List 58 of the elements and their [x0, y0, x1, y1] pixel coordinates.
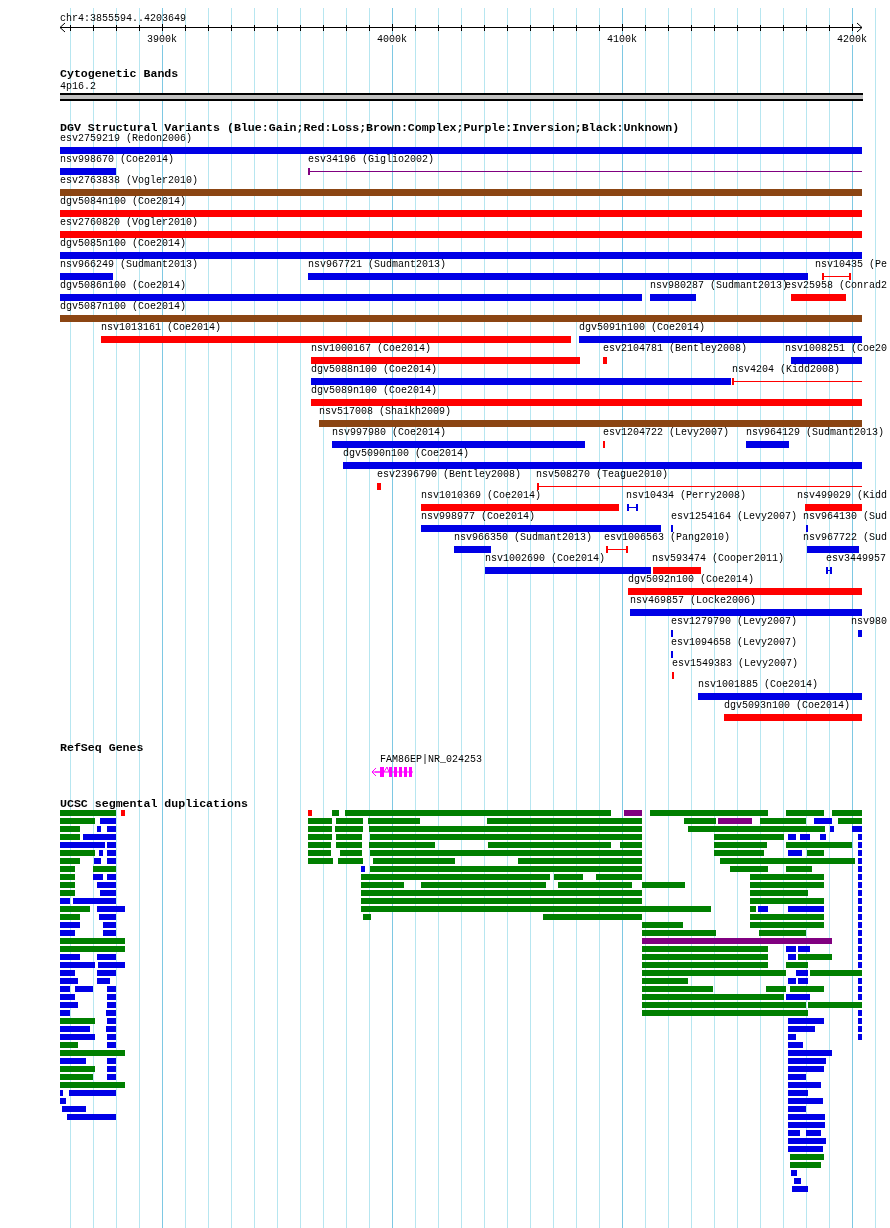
variant-label: esv34196 (Giglio2002) [308, 155, 435, 165]
track-title: DGV Structural Variants (Blue:Gain;Red:Loss;Brown:Complex;Purple:Inversion;Black:Unknown) [60, 122, 680, 134]
variant-label: nsv964129 (Sudmant2013) [746, 428, 885, 438]
variant-label: esv1204722 (Levy2007) [603, 428, 730, 438]
variant-label: esv1006563 (Pang2010) [604, 533, 731, 543]
variant-label: dgv5086n100 (Coe2014) [60, 281, 187, 291]
variant-label: nsv1008251 (Coe20 [785, 344, 888, 354]
variant-label: dgv5089n100 (Coe2014) [311, 386, 438, 396]
variant-label: esv2759219 (Redon2006) [60, 134, 193, 144]
variant-label: esv2760820 (Vogler2010) [60, 218, 199, 228]
variant-label: nsv499029 (Kidd [797, 491, 887, 501]
variant-label: esv1279790 (Levy2007) [671, 617, 798, 627]
tick-label: 4000k [377, 35, 407, 45]
variant-label: nsv998977 (Coe2014) [421, 512, 536, 522]
track-title: RefSeq Genes [60, 742, 144, 754]
variant-label: nsv1013161 (Coe2014) [101, 323, 222, 333]
variant-label: nsv1010369 (Coe2014) [421, 491, 542, 501]
variant-label: nsv1001885 (Coe2014) [698, 680, 819, 690]
variant-label: esv3449957 [826, 554, 886, 564]
variant-label: nsv517008 (Shaikh2009) [319, 407, 452, 417]
variant-label: esv1094658 (Levy2007) [671, 638, 798, 648]
variant-label: nsv593474 (Cooper2011) [652, 554, 785, 564]
variant-label: nsv964130 (Sud [803, 512, 887, 522]
track-title: Cytogenetic Bands [60, 68, 179, 80]
variant-label: esv2763838 (Vogler2010) [60, 176, 199, 186]
variant-label: dgv5090n100 (Coe2014) [343, 449, 470, 459]
variant-label: dgv5091n100 (Coe2014) [579, 323, 706, 333]
variant-label: nsv998670 (Coe2014) [60, 155, 175, 165]
variant-label: nsv980 [851, 617, 887, 627]
variant-label: nsv508270 (Teague2010) [536, 470, 669, 480]
variant-label: esv2104781 (Bentley2008) [603, 344, 748, 354]
variant-label: nsv1002690 (Coe2014) [485, 554, 606, 564]
variant-label: nsv966350 (Sudmant2013) [454, 533, 593, 543]
variant-label: nsv967722 (Sud [803, 533, 887, 543]
variant-label: nsv1000167 (Coe2014) [311, 344, 432, 354]
variant-label: dgv5092n100 (Coe2014) [628, 575, 755, 585]
variant-label: dgv5088n100 (Coe2014) [311, 365, 438, 375]
variant-label: dgv5093n100 (Coe2014) [724, 701, 851, 711]
variant-label: dgv5087n100 (Coe2014) [60, 302, 187, 312]
tick-label: 4200k [837, 35, 867, 45]
variant-label: nsv469857 (Locke2006) [630, 596, 757, 606]
variant-label: nsv997980 (Coe2014) [332, 428, 447, 438]
gene-label: FAM86EP|NR_024253 [380, 755, 483, 765]
variant-label: nsv966249 (Sudmant2013) [60, 260, 199, 270]
band-label: 4p16.2 [60, 82, 96, 92]
variant-label: nsv967721 (Sudmant2013) [308, 260, 447, 270]
variant-label: nsv10434 (Perry2008) [626, 491, 747, 501]
variant-label: esv1549383 (Levy2007) [672, 659, 799, 669]
variant-label: dgv5085n100 (Coe2014) [60, 239, 187, 249]
tick-label: 3900k [147, 35, 177, 45]
variant-label: nsv10435 (Pe [815, 260, 887, 270]
tick-label: 4100k [607, 35, 637, 45]
position-label: chr4:3855594..4203649 [60, 14, 187, 24]
variant-label: dgv5084n100 (Coe2014) [60, 197, 187, 207]
variant-label: nsv4204 (Kidd2008) [732, 365, 841, 375]
track-title: UCSC segmental duplications [60, 798, 248, 810]
variant-label: esv2396790 (Bentley2008) [377, 470, 522, 480]
variant-label: esv1254164 (Levy2007) [671, 512, 798, 522]
